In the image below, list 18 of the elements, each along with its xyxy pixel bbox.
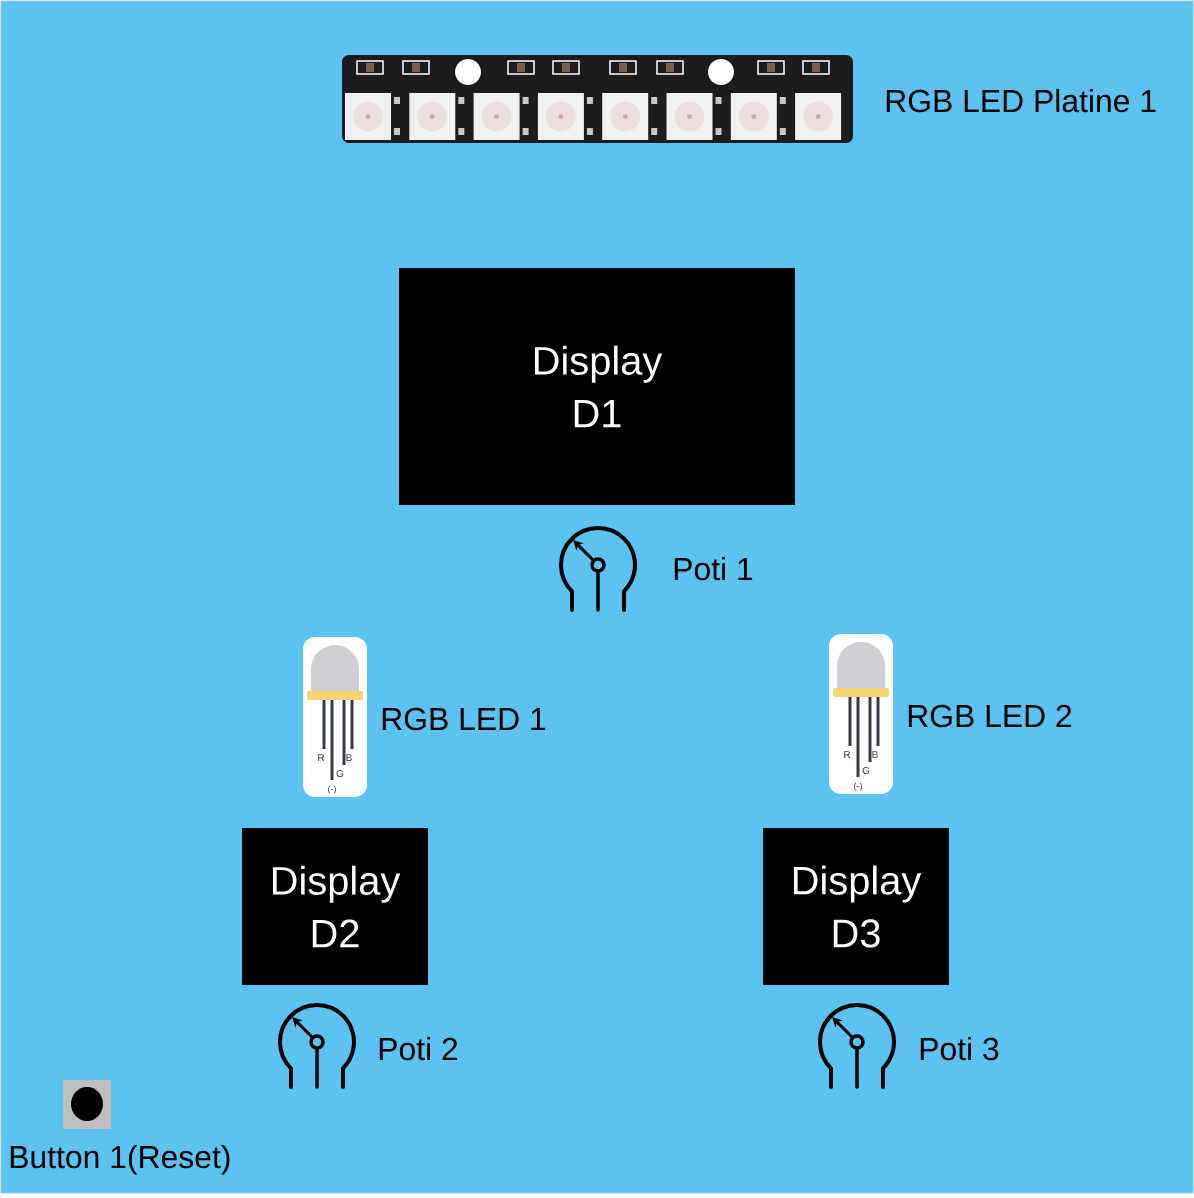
pin-label: R <box>844 751 851 758</box>
pin-label: R <box>318 754 325 761</box>
pin-label: B <box>872 751 878 758</box>
component-label: RGB LED 1 <box>382 707 546 731</box>
component-label: Poti 2 <box>379 1036 458 1061</box>
pin-label: B <box>346 754 352 761</box>
component-label: RGB LED Platine 1 <box>886 88 1156 113</box>
pin-label: (-) <box>328 785 336 794</box>
component-label: RGB LED 2 <box>908 704 1072 728</box>
component-label: Poti 3 <box>920 1036 999 1061</box>
component-label: Button 1(Reset) <box>10 1144 230 1175</box>
pin-label: (-) <box>854 782 862 791</box>
component-label: Poti 1 <box>674 556 753 581</box>
pin-label: G <box>336 770 344 778</box>
display-box: Display D1 <box>399 268 795 505</box>
pin-label: G <box>862 767 870 775</box>
display-box: Display D3 <box>763 828 949 985</box>
display-box: Display D2 <box>242 828 428 985</box>
